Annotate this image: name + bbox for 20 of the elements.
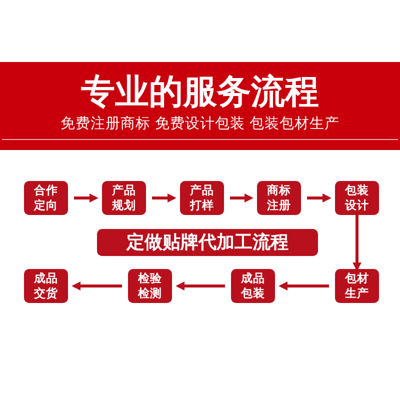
arrow [74, 194, 98, 202]
title-band: 定做贴牌代加工流程 [97, 229, 318, 256]
process-box: 包材生产 [335, 269, 379, 303]
process-box: 合作定向 [24, 181, 68, 215]
process-box: 产品打样 [180, 181, 224, 215]
arrow [72, 282, 122, 290]
arrow [152, 194, 176, 202]
arrow [307, 194, 332, 202]
process-box: 成品包装 [231, 269, 275, 303]
arrow [352, 215, 362, 272]
process-box: 成品交货 [24, 269, 68, 303]
process-box: 产品规划 [102, 181, 146, 215]
process-box: 商标注册 [257, 181, 301, 215]
title: 专业的服务流程 [80, 72, 320, 112]
arrow [230, 194, 254, 202]
subtitle: 免费注册商标 免费设计包装 包装包材生产 [59, 115, 341, 133]
arrow [278, 282, 329, 290]
process-box: 包装设计 [335, 181, 379, 215]
arrow [176, 282, 225, 290]
process-box: 检验检测 [128, 269, 172, 303]
